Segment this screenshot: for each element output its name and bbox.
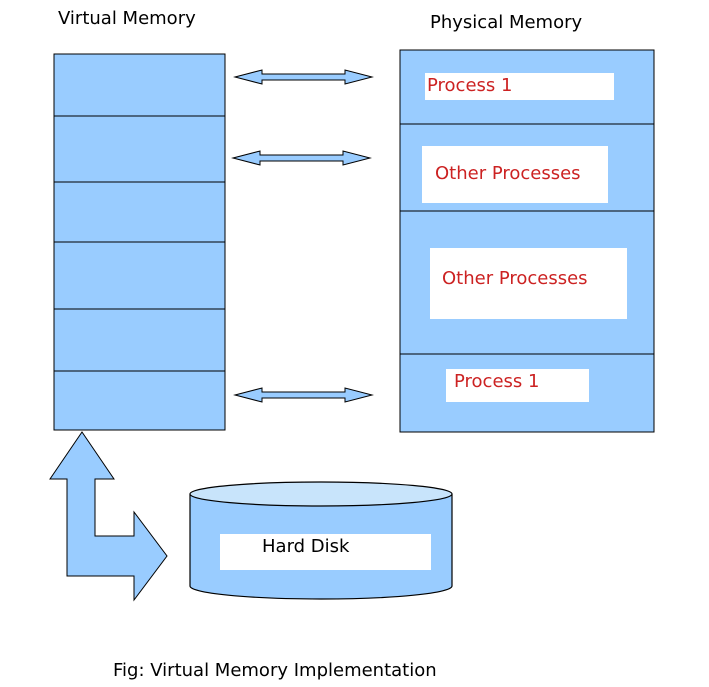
- virtual-page: [53, 370, 226, 431]
- double-arrow-icon: [233, 69, 374, 85]
- process-label: Process 1: [454, 371, 540, 392]
- virtual-page: [53, 241, 226, 310]
- process-box: [446, 369, 589, 402]
- hard-disk-label: Hard Disk: [262, 536, 350, 557]
- hard-disk-icon: [189, 481, 453, 600]
- virtual-memory-stack: [53, 53, 226, 431]
- process-box: [430, 248, 627, 319]
- virtual-page: [53, 181, 226, 243]
- physical-memory-title: Physical Memory: [430, 12, 583, 33]
- process-label: Other Processes: [442, 268, 588, 289]
- virtual-page: [53, 115, 226, 183]
- process-box: [425, 73, 614, 100]
- swap-arrow-icon: [49, 431, 168, 602]
- virtual-memory-title: Virtual Memory: [58, 8, 196, 29]
- double-arrow-icon: [231, 150, 372, 166]
- figure-caption: Fig: Virtual Memory Implementation: [113, 660, 437, 681]
- process-box: [422, 146, 608, 203]
- process-label: Other Processes: [435, 163, 581, 184]
- process-label: Process 1: [427, 75, 513, 96]
- double-arrow-icon: [233, 387, 374, 403]
- virtual-page: [53, 308, 226, 372]
- virtual-page: [53, 53, 226, 117]
